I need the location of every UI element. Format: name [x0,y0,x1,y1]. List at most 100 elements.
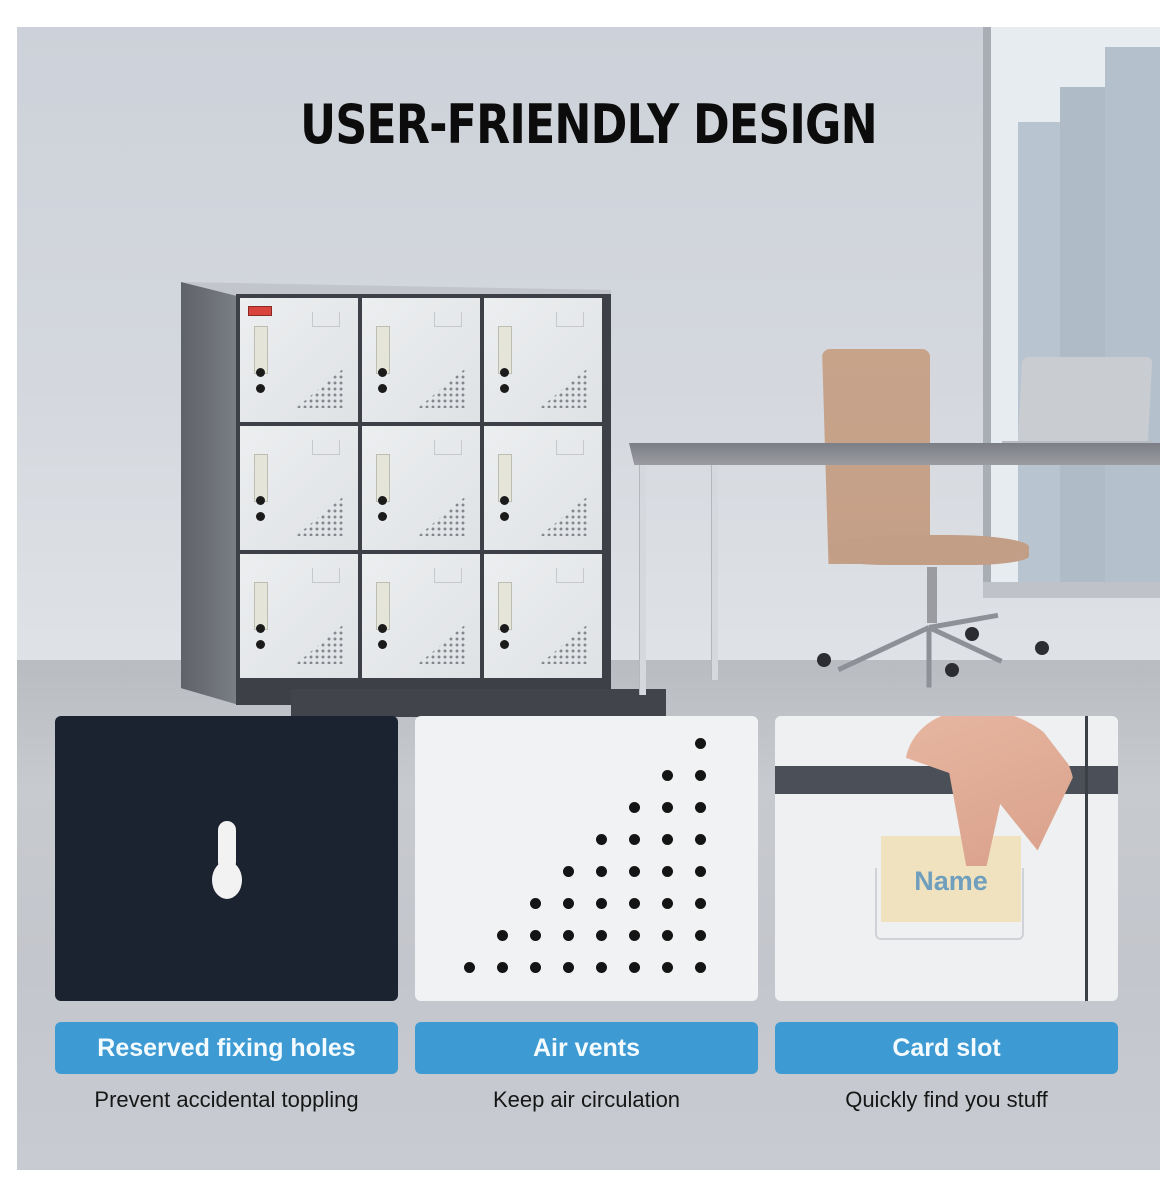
name-card-icon: Name [881,836,1021,922]
door-handle [498,454,512,502]
chair-wheel [1035,641,1049,655]
vent-hole [596,866,607,877]
lock-icon [500,368,509,377]
chair-seat [829,535,1029,565]
feature-label-card-slot: Card slot [775,1022,1118,1074]
city-window [990,27,1160,587]
brand-badge [248,306,272,316]
card-slot-panel: Name [775,716,1118,1001]
lock-icon [378,368,387,377]
vent-hole [596,930,607,941]
vent-holes [540,496,588,536]
card-slot [434,312,462,327]
vent-hole [695,866,706,877]
vent-holes [540,624,588,664]
door-handle [498,582,512,630]
vent-hole [596,834,607,845]
locker-door [362,426,480,550]
card-slot [556,568,584,583]
feature-desc-card-slot: Quickly find you stuff [845,1087,1048,1112]
vent-holes [418,368,466,408]
feature-desc-air-vents: Keep air circulation [492,1087,681,1112]
vent-hole [662,898,673,909]
vent-hole [695,962,706,973]
card-slot [312,568,340,583]
vent-holes [296,624,344,664]
card-slot [312,440,340,455]
door-handle [254,582,268,630]
lock-icon [500,496,509,505]
name-card-text: Name [914,866,988,896]
vent-holes-icon [415,716,758,1001]
product-image: USER-FRIENDLY DESIGN [17,27,1160,1170]
vent-hole [695,770,706,781]
card-slot [434,440,462,455]
vent-hole [629,898,640,909]
lock-icon [378,496,387,505]
feature-label-air-vents: Air vents [415,1022,758,1074]
lock-icon [256,368,265,377]
chair-wheel [817,653,831,667]
vent-hole [563,866,574,877]
vent-holes [418,496,466,536]
vent-hole [662,930,673,941]
keyhole-icon [212,821,242,901]
vent-hole [563,930,574,941]
vent-hole [662,802,673,813]
vent-holes [296,368,344,408]
vent-hole [695,930,706,941]
key-icon [378,384,387,393]
skyscraper [1060,87,1105,587]
key-icon [378,640,387,649]
feature-label-fixing-holes: Reserved fixing holes [55,1022,398,1074]
door-handle [376,326,390,374]
vent-hole [662,770,673,781]
air-vents-panel [415,716,758,1001]
locker-door [240,298,358,422]
vent-hole [629,930,640,941]
locker-rail-vertical [1085,716,1088,1001]
chair-wheel [965,627,979,641]
locker-plinth [291,689,666,717]
chair-wheel [945,663,959,677]
locker-cabinet [181,282,666,717]
vent-hole [662,866,673,877]
key-icon [256,384,265,393]
door-handle [254,326,268,374]
fixing-holes-panel [55,716,398,1001]
chair-base [829,612,1039,688]
desk-top [629,443,1160,465]
locker-door [484,298,602,422]
lock-icon [378,624,387,633]
vent-hole [563,898,574,909]
locker-side-panel [181,282,239,705]
headline: USER-FRIENDLY DESIGN [300,93,877,156]
locker-door [362,298,480,422]
vent-hole [563,962,574,973]
vent-hole [695,834,706,845]
vent-holes [296,496,344,536]
laptop [1017,357,1153,447]
vent-hole [530,930,541,941]
vent-hole [497,962,508,973]
vent-hole [530,898,541,909]
feature-desc-fixing-holes: Prevent accidental toppling [94,1087,359,1112]
key-icon [500,640,509,649]
locker-door [240,426,358,550]
key-icon [500,384,509,393]
card-holder [875,868,1024,940]
vent-hole [497,930,508,941]
vent-hole [695,802,706,813]
card-slot [556,440,584,455]
window-frame [983,27,991,587]
lock-icon [256,624,265,633]
key-icon [500,512,509,521]
chair-gas-lift [927,567,937,623]
key-icon [256,512,265,521]
vent-hole [662,962,673,973]
locker-door [484,554,602,678]
card-slot [556,312,584,327]
door-handle [498,326,512,374]
vent-hole [596,898,607,909]
vent-hole [695,898,706,909]
